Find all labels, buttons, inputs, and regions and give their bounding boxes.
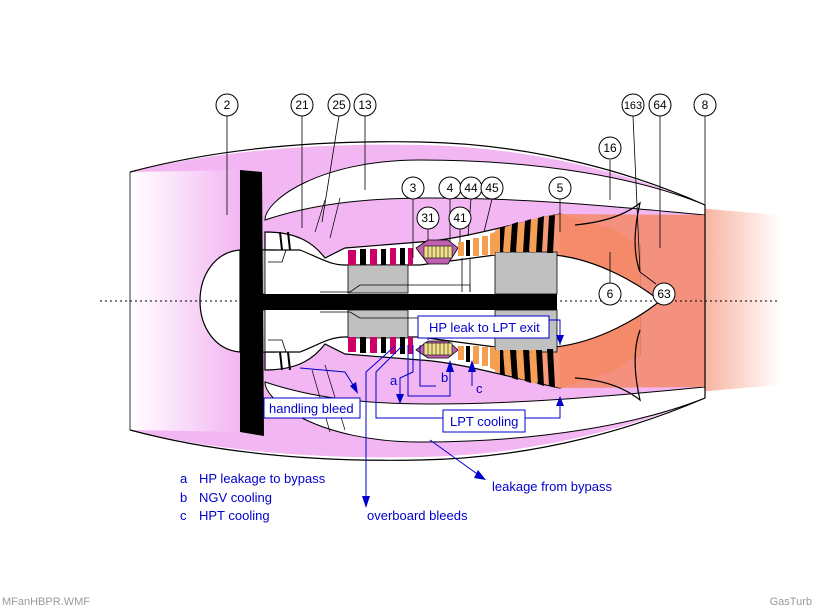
svg-text:21: 21 [295, 98, 309, 112]
hpc-blades-top [348, 248, 413, 265]
svg-text:41: 41 [453, 211, 467, 225]
station-8: 8 [693, 93, 717, 117]
station-21: 21 [290, 93, 314, 117]
hpc-disc-top [347, 264, 409, 294]
svg-text:16: 16 [603, 141, 617, 155]
station-25: 25 [327, 93, 351, 117]
station-44: 44 [459, 176, 483, 200]
footer-filename: MFanHBPR.WMF [2, 596, 90, 608]
station-4: 4 [438, 176, 462, 200]
svg-text:31: 31 [421, 211, 435, 225]
svg-text:8: 8 [702, 98, 709, 112]
label-hp-leak: HP leak to LPT exit [417, 315, 550, 339]
label-overboard: overboard bleeds [367, 508, 468, 523]
svg-text:45: 45 [485, 181, 499, 195]
bypass-struts [311, 197, 346, 433]
svg-text:handling bleed: handling bleed [269, 401, 354, 416]
nacelle-outline-top [129, 141, 706, 206]
legend-text-a: HP leakage to bypass [199, 471, 326, 486]
station-3: 3 [401, 176, 425, 200]
nacelle-outline-bottom [129, 397, 706, 461]
hp-shaft-bottom [320, 311, 470, 319]
station-64: 64 [648, 93, 672, 117]
turbine-blades-bottom [458, 346, 555, 387]
svg-text:LPT cooling: LPT cooling [450, 414, 518, 429]
hpc-blades-bottom [348, 337, 413, 354]
fan-blade [240, 170, 264, 436]
label-handling-bleed: handling bleed [263, 397, 361, 419]
turbine-blades-top [458, 215, 555, 256]
legend-text-c: HPT cooling [199, 508, 270, 523]
svg-text:63: 63 [657, 287, 671, 301]
svg-text:HP leak to LPT exit: HP leak to LPT exit [429, 320, 540, 335]
legend-key-a: a [180, 471, 188, 486]
label-leakage-bypass: leakage from bypass [492, 479, 612, 494]
label-lpt-cooling: LPT cooling [442, 409, 526, 433]
station-16: 16 [598, 136, 622, 160]
station-31: 31 [416, 206, 440, 230]
legend-key-b: b [180, 490, 187, 505]
station-41: 41 [448, 206, 472, 230]
station-2: 2 [215, 93, 239, 117]
legend-key-c: c [180, 508, 187, 523]
svg-text:4: 4 [447, 181, 454, 195]
svg-text:6: 6 [607, 287, 614, 301]
label-a: a [390, 373, 398, 388]
footer-brand: GasTurb [770, 596, 812, 608]
svg-text:3: 3 [410, 181, 417, 195]
svg-text:13: 13 [358, 98, 372, 112]
svg-text:64: 64 [653, 98, 667, 112]
station-leaders [226, 115, 706, 285]
label-c: c [476, 381, 483, 396]
hpc-disc-bottom [347, 309, 409, 339]
booster-stages [268, 231, 291, 371]
station-63: 63 [652, 282, 676, 306]
station-6: 6 [598, 282, 622, 306]
lpt-disc-top [494, 251, 558, 295]
svg-text:25: 25 [332, 98, 346, 112]
legend-text-b: NGV cooling [199, 490, 272, 505]
station-13: 13 [353, 93, 377, 117]
svg-text:5: 5 [557, 181, 564, 195]
legend: a HP leakage to bypass b NGV cooling c H… [180, 471, 326, 523]
svg-text:44: 44 [464, 181, 478, 195]
combustor-bottom [415, 340, 459, 359]
svg-text:2: 2 [224, 98, 231, 112]
station-163: 163 [621, 93, 645, 117]
mixer-top [574, 201, 641, 273]
station-5: 5 [548, 176, 572, 200]
svg-text:163: 163 [624, 100, 642, 112]
label-b: b [441, 370, 448, 385]
mixer-bottom [574, 329, 641, 402]
station-45: 45 [480, 176, 504, 200]
lp-shaft [240, 294, 557, 310]
